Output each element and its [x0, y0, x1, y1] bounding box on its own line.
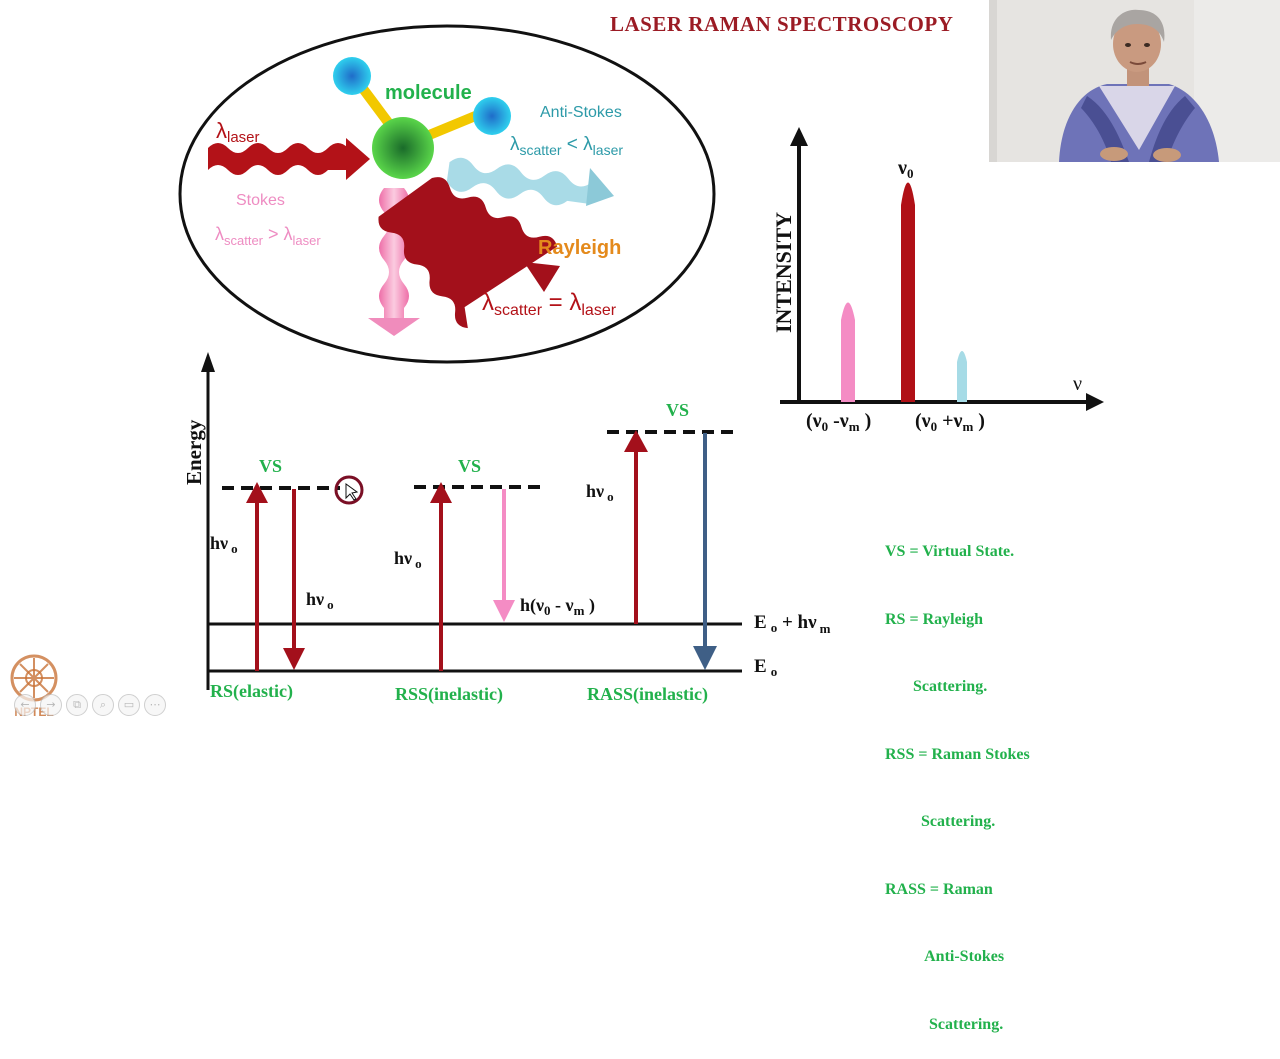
legend-line: Scattering.	[885, 678, 988, 695]
scattering-ellipse	[178, 24, 716, 364]
rayleigh-arrowhead	[524, 262, 560, 292]
viewer-toolbar: ←→⧉⌕▭⋯	[14, 694, 170, 716]
vs-label-rs: VS	[259, 456, 282, 476]
energy-axis-arrowhead	[201, 352, 215, 372]
legend-line: VS = Virtual State.	[885, 543, 1015, 560]
intensity-label: INTENSITY	[771, 212, 796, 333]
rs-emit-arrowhead	[283, 648, 305, 670]
laser-arrowhead	[346, 138, 370, 180]
label-rass: RASS(inelastic)	[587, 684, 708, 705]
rs-absorb-arrowhead	[246, 482, 268, 503]
slide-title: LASER RAMAN SPECTROSCOPY	[610, 12, 954, 36]
vs-label-rass: VS	[666, 400, 689, 420]
legend-line: RASS = Raman	[885, 880, 993, 898]
legend-line: RSS = Raman Stokes	[885, 745, 1030, 763]
stokes-peak	[841, 302, 855, 402]
stokes-wave-arrow	[379, 188, 409, 320]
rss-emit-arrowhead	[493, 600, 515, 622]
zoom-icon[interactable]: ⌕	[92, 694, 114, 716]
laser-wave-arrow	[208, 143, 348, 175]
chat-icon[interactable]: ▭	[118, 694, 140, 716]
laser-label: λlaser	[216, 118, 260, 146]
anti-stokes-wave-arrow	[446, 157, 593, 206]
anti-stokes-peak	[957, 351, 967, 402]
label-rss: RSS(inelastic)	[395, 684, 503, 705]
back-icon[interactable]: ←	[14, 694, 36, 716]
anti-stokes-arrowhead	[586, 168, 614, 206]
vs-label-rss: VS	[458, 456, 481, 476]
nu-axis-label: ν	[1073, 373, 1082, 395]
anti-stokes-equation: λscatter < λlaser	[510, 134, 623, 158]
rass-absorb-arrowhead	[624, 430, 648, 452]
stokes-arrowhead	[368, 318, 420, 336]
molecule-ball	[372, 117, 434, 179]
spectrum-plot: INTENSITY ν ν0 (ν0 -νm ) (ν0 +νm )	[771, 127, 1104, 434]
pointer-highlight	[334, 475, 364, 505]
label-rs: RS(elastic)	[210, 681, 293, 702]
x-axis-arrowhead	[1086, 393, 1104, 411]
stokes-emit-label: h(ν0 - νm )	[520, 595, 595, 618]
legend-line: Scattering.	[885, 1015, 1004, 1033]
molecule-label: molecule	[385, 82, 472, 104]
stokes-label: Stokes	[236, 192, 285, 209]
legend-line: RS = Rayleigh	[885, 610, 984, 628]
abbreviation-legend: VS = Virtual State. RS = Rayleigh Scatte…	[885, 496, 1030, 1059]
legend-line: Scattering.	[885, 813, 996, 830]
scattering-illustration: molecule λlaser Anti-Stokes λscatter < λ…	[178, 24, 716, 364]
forward-icon[interactable]: →	[40, 694, 62, 716]
atom-ball	[333, 57, 371, 95]
energy-axis-label: Energy	[182, 419, 206, 485]
tick-label-stokes: (ν0 -νm )	[806, 410, 871, 434]
more-icon[interactable]: ⋯	[144, 694, 166, 716]
anti-stokes-label: Anti-Stokes	[540, 104, 622, 121]
nu0-peak-label: ν0	[897, 157, 913, 181]
presenter-video	[989, 0, 1280, 162]
slide-diagram: molecule λlaser Anti-Stokes λscatter < λ…	[178, 24, 1104, 705]
stokes-equation: λscatter > λlaser	[215, 224, 321, 248]
cursor-icon	[345, 483, 359, 501]
tick-label-anti-stokes: (ν0 +νm )	[915, 410, 985, 434]
atom-ball	[473, 97, 511, 135]
copy-icon[interactable]: ⧉	[66, 694, 88, 716]
rayleigh-peak	[901, 182, 915, 402]
legend-line: Anti-Stokes	[885, 948, 1005, 965]
rass-emit-arrowhead	[693, 646, 717, 670]
presenter-video-frame	[989, 0, 1280, 162]
y-axis-arrowhead	[790, 127, 808, 146]
rayleigh-label: Rayleigh	[538, 237, 621, 259]
rss-absorb-arrowhead	[430, 482, 452, 503]
rayleigh-equation: λscatter = λlaser	[482, 289, 617, 319]
rayleigh-wave-arrow	[378, 177, 558, 329]
